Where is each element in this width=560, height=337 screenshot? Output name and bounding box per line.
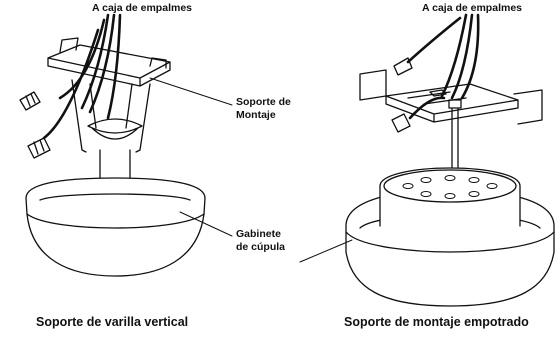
wire-nut-1 (19, 91, 41, 111)
mounting-bracket-label-line1: Soporte de (236, 96, 291, 108)
flush-mount-figure (299, 13, 555, 307)
wire-nut-right-1 (393, 57, 413, 76)
right-junction-box-label: A caja de empalmes (422, 2, 522, 14)
canopy-label-line2: de cúpula (236, 241, 286, 253)
wires-right (406, 13, 480, 100)
wire-nut-right-2 (391, 113, 411, 133)
flush-mount-caption: Soporte de montaje empotrado (344, 315, 529, 329)
downrod-caption: Soporte de varilla vertical (36, 315, 189, 329)
mounting-bracket-label-line2: Montaje (236, 109, 276, 121)
wires (42, 13, 122, 140)
bracket-leader (149, 77, 233, 106)
left-junction-box-label: A caja de empalmes (92, 2, 192, 14)
motor-hub (379, 167, 521, 227)
canopy-leader (179, 211, 233, 237)
flush-bracket (359, 69, 543, 125)
downrod-mount-figure (19, 13, 233, 277)
canopy-label-line1: Gabinete (236, 228, 281, 240)
flush-canopy-leader (299, 239, 353, 263)
wire-nut-2 (27, 137, 51, 159)
canopy (25, 177, 206, 277)
bracket-legs (71, 79, 151, 153)
hanger-ball (87, 118, 143, 140)
